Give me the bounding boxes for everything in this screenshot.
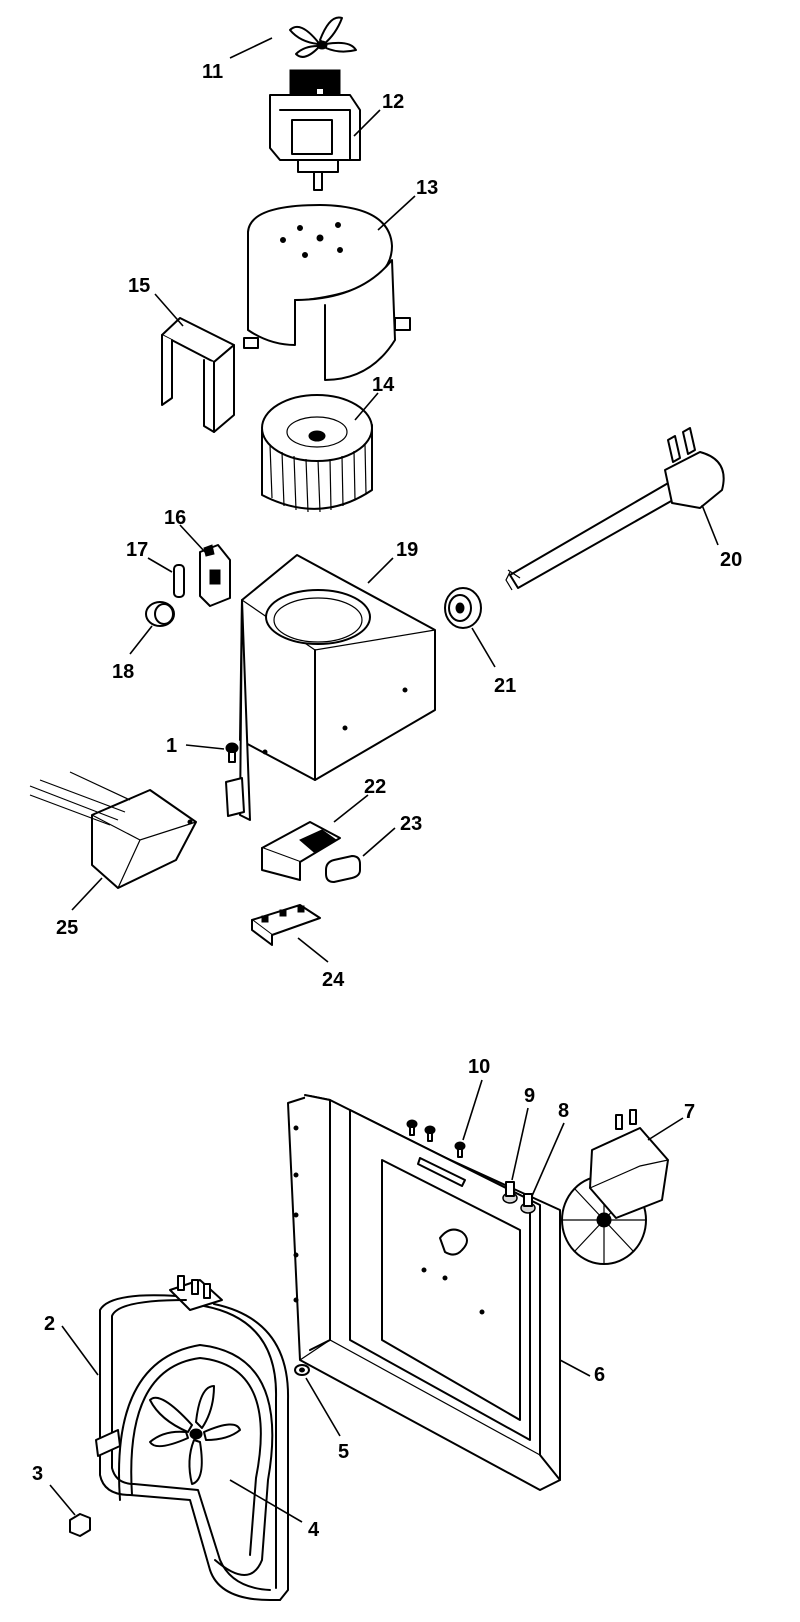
limit-switch-part[interactable] [520, 1193, 536, 1214]
strain-relief-bushing-part[interactable] [444, 587, 482, 629]
callout-23: 23 [400, 813, 422, 835]
heating-element-part[interactable] [95, 1275, 290, 1601]
convection-fan-motor-part[interactable] [561, 1109, 669, 1265]
callout-19: 19 [396, 539, 418, 561]
power-cord-part[interactable] [505, 427, 725, 591]
callout-14: 14 [372, 374, 395, 396]
back-panel-part[interactable] [287, 1094, 561, 1491]
callout-17: 17 [126, 539, 148, 561]
blower-wheel-part[interactable] [261, 394, 373, 513]
callout-24: 24 [322, 969, 345, 991]
switch-part[interactable] [199, 544, 231, 607]
callout-12: 12 [382, 91, 404, 113]
callout-16: 16 [164, 507, 186, 529]
callout-10: 10 [468, 1056, 490, 1078]
callout-7: 7 [684, 1101, 695, 1123]
bracket-part[interactable] [161, 317, 235, 433]
callout-25: 25 [56, 917, 78, 939]
callout-20: 20 [720, 549, 742, 571]
callout-5: 5 [338, 1441, 349, 1463]
callout-4: 4 [308, 1519, 320, 1541]
screw-part[interactable] [225, 742, 239, 763]
callout-3: 3 [32, 1463, 43, 1485]
callout-labels: 11 12 13 15 14 16 17 18 19 20 21 1 22 23… [32, 61, 742, 1541]
fan-blade-part[interactable] [289, 16, 357, 58]
callout-18: 18 [112, 661, 134, 683]
callout-6: 6 [594, 1364, 605, 1386]
callout-11: 11 [202, 61, 223, 83]
callout-15: 15 [128, 275, 150, 297]
grommet-part[interactable] [145, 601, 175, 627]
callout-1: 1 [166, 735, 177, 757]
fan-motor-part[interactable] [269, 69, 361, 191]
blower-housing-part[interactable] [243, 204, 411, 381]
callout-2: 2 [44, 1313, 55, 1335]
convection-fan-blade-part[interactable] [149, 1385, 241, 1485]
leader-lines [49, 37, 719, 1523]
callout-22: 22 [364, 776, 386, 798]
transformer-part[interactable] [29, 771, 197, 889]
thermostat-part[interactable] [502, 1181, 518, 1204]
fuse-part[interactable] [173, 564, 185, 598]
clip-part[interactable] [261, 821, 341, 881]
callout-9: 9 [524, 1085, 535, 1107]
air-duct-part[interactable] [225, 554, 436, 821]
thermal-fuse-part[interactable] [325, 855, 361, 883]
terminal-block-part[interactable] [251, 904, 321, 946]
callout-21: 21 [494, 675, 516, 697]
callout-8: 8 [558, 1100, 569, 1122]
lock-nut-part[interactable] [69, 1513, 91, 1537]
mounting-screws-part[interactable] [406, 1119, 466, 1158]
callout-13: 13 [416, 177, 438, 199]
nut-part[interactable] [294, 1364, 310, 1376]
